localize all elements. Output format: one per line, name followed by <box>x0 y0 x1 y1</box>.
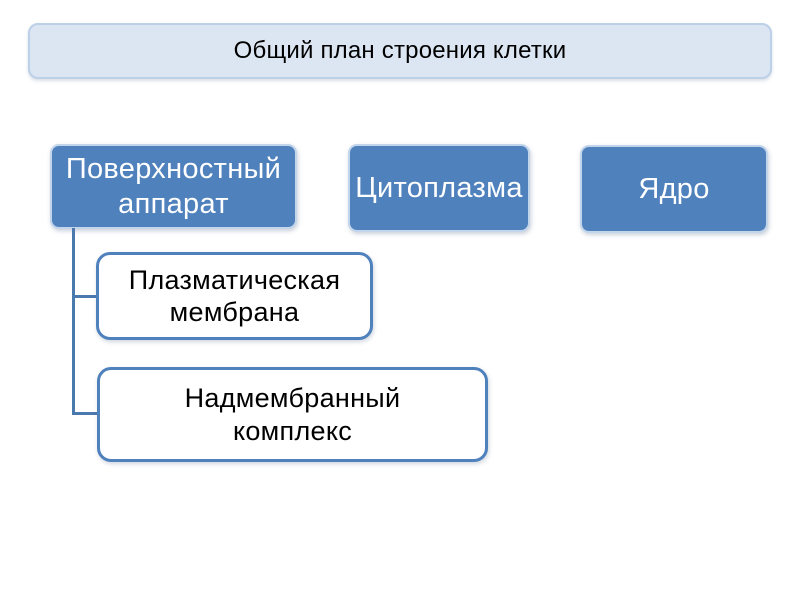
subnode-supramembrane-complex: Надмембранный комплекс <box>97 367 488 462</box>
connector-branch-supramembrane-complex <box>72 412 99 415</box>
node-cytoplasm: Цитоплазма <box>348 144 530 232</box>
slide-title-box: Общий план строения клетки <box>28 23 772 79</box>
slide-title: Общий план строения клетки <box>233 37 567 64</box>
subnode-plasma-membrane: Плазматическая мембрана <box>96 252 373 340</box>
node-nucleus-label: Ядро <box>638 172 710 205</box>
subnode-supramembrane-complex-label: Надмембранный комплекс <box>184 383 401 446</box>
node-surface-apparatus-label: Поверхностный аппарат <box>65 152 282 220</box>
connector-vertical-line <box>72 228 75 415</box>
node-nucleus: Ядро <box>580 145 768 233</box>
node-cytoplasm-label: Цитоплазма <box>355 171 523 204</box>
node-surface-apparatus: Поверхностный аппарат <box>50 144 297 229</box>
subnode-plasma-membrane-label: Плазматическая мембрана <box>128 264 341 327</box>
connector-branch-plasma-membrane <box>72 295 98 298</box>
